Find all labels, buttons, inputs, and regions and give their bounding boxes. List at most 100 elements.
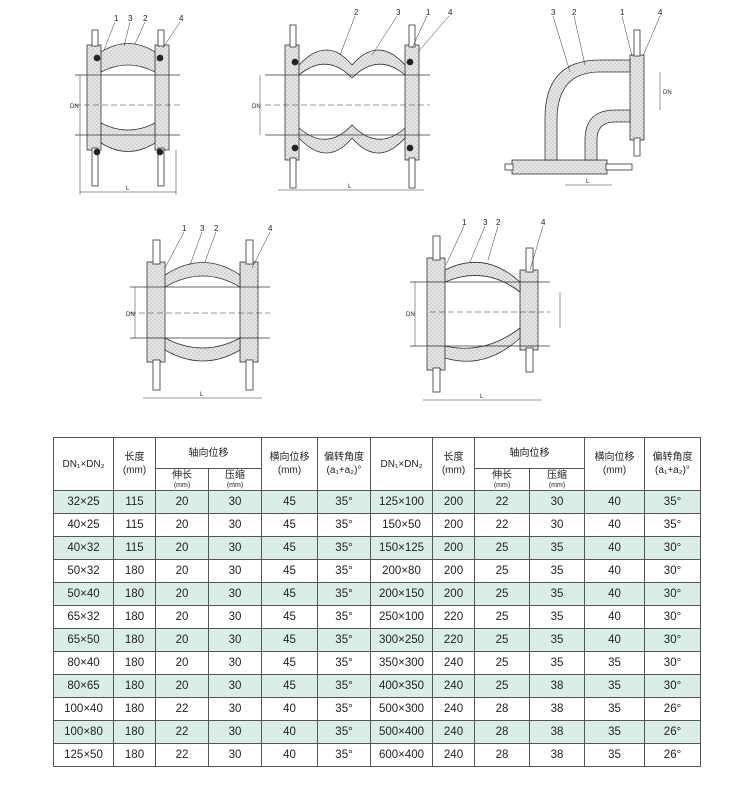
table-cell: 25 <box>474 559 530 583</box>
table-header: DN₁×DN₂ 长度 (mm) 轴向位移 横向位移 (mm) 偏转角度 (a₁+… <box>53 437 701 491</box>
table-cell: 30° <box>644 582 701 606</box>
table-cell: 30 <box>208 697 262 721</box>
table-cell: 40 <box>584 559 645 583</box>
header-axial-right: 轴向位移 <box>474 437 585 469</box>
table-cell: 40×32 <box>53 536 114 560</box>
dim-diameter-label: DN <box>126 312 135 318</box>
header-angle-label: 偏转角度 <box>652 452 693 463</box>
table-cell: 65×32 <box>53 605 114 629</box>
header-lateral-unit: (mm) <box>277 465 302 476</box>
part-number: 2 <box>572 8 577 17</box>
table-cell: 150×125 <box>370 536 433 560</box>
table-cell: 150×50 <box>370 513 433 537</box>
dim-diameter-label: DN <box>252 104 261 110</box>
table-cell: 35 <box>529 628 585 652</box>
header-lateral: 横向位移 (mm) <box>261 437 318 491</box>
table-cell: 500×300 <box>370 697 433 721</box>
table-cell: 30° <box>644 651 701 675</box>
table-cell: 25 <box>474 628 530 652</box>
table-cell: 30° <box>644 628 701 652</box>
table-cell: 35° <box>317 559 371 583</box>
header-length-label: 长度 <box>124 452 145 463</box>
header-compression-right: 压缩 (mm) <box>529 468 585 491</box>
part-number: 2 <box>496 218 501 227</box>
table-cell: 30 <box>208 628 262 652</box>
table-cell: 20 <box>155 513 209 537</box>
table-cell: 40 <box>584 490 645 514</box>
dim-diameter-label: DN <box>663 90 672 96</box>
table-cell: 300×250 <box>370 628 433 652</box>
table-cell: 45 <box>261 490 318 514</box>
table-cell: 45 <box>261 605 318 629</box>
table-cell: 20 <box>155 536 209 560</box>
table-cell: 40 <box>584 536 645 560</box>
part-number: 2 <box>354 8 359 17</box>
table-cell: 40 <box>261 697 318 721</box>
table-cell: 30 <box>208 605 262 629</box>
table-cell: 35° <box>644 490 701 514</box>
header-extension-label: 伸长 <box>172 470 192 481</box>
table-cell: 180 <box>113 582 156 606</box>
drawing-flanged-sphere <box>130 231 271 399</box>
part-number: 1 <box>462 218 467 227</box>
table-cell: 28 <box>474 697 530 721</box>
header-length-unit: (mm) <box>441 465 466 476</box>
part-number: 4 <box>448 8 453 17</box>
drawing-double-sphere <box>259 15 450 191</box>
header-compression: 压缩 (mm) <box>208 468 262 491</box>
table-cell: 40×25 <box>53 513 114 537</box>
table-cell: 45 <box>261 536 318 560</box>
table-cell: 200 <box>432 559 475 583</box>
table-cell: 200 <box>432 490 475 514</box>
table-cell: 38 <box>529 697 585 721</box>
header-length-label: 长度 <box>443 452 464 463</box>
table-cell: 45 <box>261 674 318 698</box>
table-cell: 35 <box>584 697 645 721</box>
part-number: 1 <box>620 8 625 17</box>
table-cell: 180 <box>113 651 156 675</box>
table-cell: 38 <box>529 743 585 767</box>
table-cell: 600×400 <box>370 743 433 767</box>
table-cell: 80×40 <box>53 651 114 675</box>
table-cell: 40 <box>261 743 318 767</box>
drawing-reducing-sphere <box>410 225 561 401</box>
table-cell: 35 <box>529 582 585 606</box>
table-cell: 30 <box>208 720 262 744</box>
drawing-single-sphere-labels: 1 3 2 4 L DN <box>70 14 184 192</box>
table-cell: 35 <box>584 720 645 744</box>
table-cell: 38 <box>529 720 585 744</box>
table-cell: 25 <box>474 651 530 675</box>
table-cell: 200×80 <box>370 559 433 583</box>
table-cell: 45 <box>261 559 318 583</box>
dim-diameter-label: DN <box>70 104 79 110</box>
dim-length-label: L <box>126 186 130 192</box>
table-cell: 240 <box>432 720 475 744</box>
part-number: 1 <box>426 8 431 17</box>
header-length-unit: (mm) <box>122 465 147 476</box>
table-cell: 25 <box>474 536 530 560</box>
header-lateral-label: 横向位移 <box>269 452 310 463</box>
table-cell: 26° <box>644 720 701 744</box>
table-cell: 35° <box>317 651 371 675</box>
table-cell: 20 <box>155 582 209 606</box>
table-cell: 35 <box>529 605 585 629</box>
table-cell: 26° <box>644 697 701 721</box>
table-cell: 180 <box>113 697 156 721</box>
table-cell: 45 <box>261 628 318 652</box>
table-cell: 250×100 <box>370 605 433 629</box>
header-axial: 轴向位移 <box>155 437 262 469</box>
table-cell: 20 <box>155 674 209 698</box>
dim-diameter-label: DN <box>406 312 415 318</box>
header-angle: 偏转角度 (a₁+a₂)° <box>317 437 371 491</box>
table-cell: 35° <box>317 628 371 652</box>
table-cell: 20 <box>155 605 209 629</box>
table-cell: 220 <box>432 628 475 652</box>
table-cell: 35° <box>317 605 371 629</box>
table-cell: 30 <box>208 651 262 675</box>
